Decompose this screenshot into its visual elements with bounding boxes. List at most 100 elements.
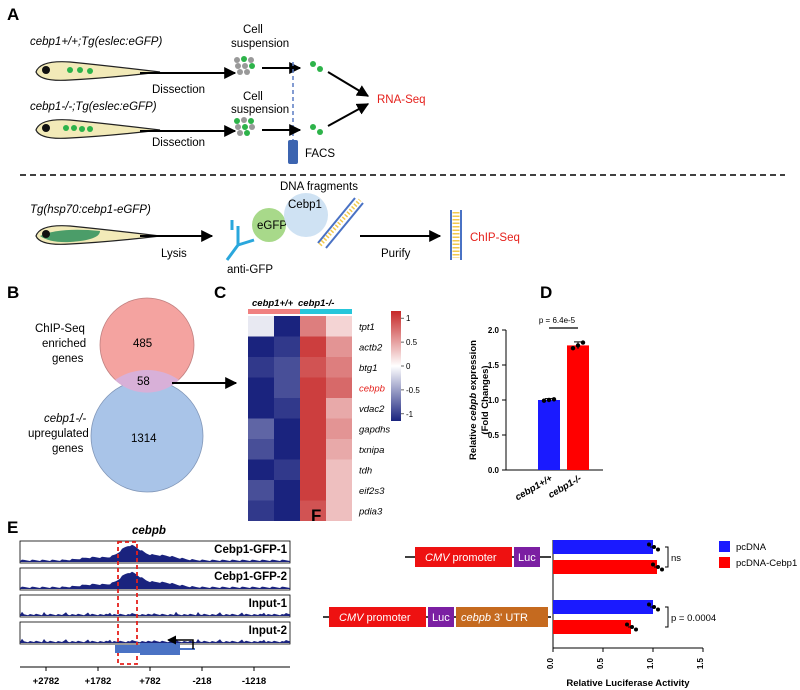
construct1-promoter: promoter xyxy=(449,552,496,564)
x-tick-label: cebp1-/- xyxy=(546,473,583,501)
panel-label-f: F xyxy=(311,506,321,525)
x-tick-label: 0.0 xyxy=(546,657,555,669)
heatmap-cell xyxy=(248,439,274,460)
bar-d-1 xyxy=(567,345,589,470)
track-gene-label: cebpb xyxy=(132,525,166,537)
x-axis-label: Relative Luciferase Activity xyxy=(566,678,690,689)
heatmap-color-scale xyxy=(391,311,401,421)
zebrafish-larva-wt xyxy=(35,61,161,81)
x-tick-label: 1.5 xyxy=(696,657,705,669)
panel-label-a: A xyxy=(7,5,19,24)
data-point xyxy=(634,627,638,632)
heatmap-gene-label: eif2s3 xyxy=(359,486,385,497)
data-point xyxy=(546,397,552,403)
heatmap-cell xyxy=(300,398,326,419)
svg-text:CMV promoter: CMV promoter xyxy=(339,612,411,624)
heatmap-cell xyxy=(274,439,300,460)
heatmap-group-ko: cebp1-/- xyxy=(298,298,334,309)
heatmap-gene-label: btg1 xyxy=(359,363,378,374)
svg-text:CMV promoter: CMV promoter xyxy=(425,552,497,564)
heatmap-cell xyxy=(248,377,274,398)
track-frame xyxy=(19,594,291,618)
heatmap-cell xyxy=(300,459,326,480)
heatmap-gene-label: tdh xyxy=(359,466,372,477)
track-label: Input-1 xyxy=(249,598,288,610)
egfp-circle xyxy=(252,208,286,242)
heatmap-cell xyxy=(274,398,300,419)
heatmap-cell xyxy=(248,418,274,439)
chip-label-l1: ChIP-Seq xyxy=(35,323,85,335)
heatmap-ko-bar xyxy=(300,309,352,314)
x-tick-label: cebp1+/+ xyxy=(513,473,555,503)
svg-text:cebpb 3' UTR: cebpb 3' UTR xyxy=(461,612,528,624)
chipseq-label: ChIP-Seq xyxy=(470,232,520,244)
track-label: Cebp1-GFP-2 xyxy=(214,571,287,583)
suspension-label-1: suspension xyxy=(231,38,289,50)
heatmap-cell xyxy=(274,418,300,439)
heatmap-cell xyxy=(300,336,326,357)
bar-f xyxy=(553,560,657,574)
dna-fragment-vertical xyxy=(450,210,462,260)
heatmap-cell xyxy=(274,480,300,501)
up-label-l3: genes xyxy=(52,443,84,455)
chip-label-l3: genes xyxy=(52,353,84,365)
zebrafish-larva-transgenic xyxy=(35,225,161,245)
heatmap-scale-ticks: 10.50-0.5-1 xyxy=(401,314,420,419)
venn-up-count: 1314 xyxy=(131,433,157,445)
bar-f xyxy=(553,600,653,614)
heatmap-cell xyxy=(326,459,352,480)
heatmap-group-wt: cebp1+/+ xyxy=(252,298,294,309)
legend-swatch-pcdna xyxy=(719,541,730,552)
cell-cluster-1 xyxy=(234,56,255,75)
heatmap-cell xyxy=(300,500,326,521)
axis-tick-label: +782 xyxy=(139,676,160,687)
purify-label: Purify xyxy=(381,248,411,260)
data-point xyxy=(651,562,655,567)
heatmap-cell xyxy=(300,377,326,398)
data-point xyxy=(656,607,660,612)
heatmap-cell xyxy=(300,418,326,439)
p-value-label: p = 6.4e-5 xyxy=(539,316,576,325)
bracket-ns xyxy=(665,546,669,568)
construct2-utr-gene: cebpb xyxy=(461,612,491,624)
heatmap-cell xyxy=(248,398,274,419)
axis-tick-label: +2782 xyxy=(33,676,60,687)
axis-tick-label: -218 xyxy=(192,676,211,687)
venn-overlap xyxy=(115,369,179,393)
data-point xyxy=(652,605,656,609)
facs-label: FACS xyxy=(305,148,335,160)
panel-label-c: C xyxy=(214,283,226,302)
heatmap-gene-label: actb2 xyxy=(359,343,383,354)
data-point xyxy=(575,343,581,348)
sorted-cells-1 xyxy=(310,61,323,72)
suspension-label-2: suspension xyxy=(231,104,289,116)
heatmap-cell xyxy=(274,357,300,378)
y-tick-label: 0.0 xyxy=(488,466,500,475)
data-point xyxy=(570,346,576,351)
dna-fragment-diagonal xyxy=(317,197,364,249)
heatmap-cell xyxy=(248,500,274,521)
up-label-l1: cebp1-/- xyxy=(44,413,86,425)
legend-pcdna-cebp1: pcDNA-Cebp1 xyxy=(736,558,797,569)
bracket-p xyxy=(665,606,669,628)
scale-tick-label: 0 xyxy=(406,362,411,371)
annotation-ns: ns xyxy=(671,553,681,564)
track-frame xyxy=(19,567,291,591)
scale-tick-label: -0.5 xyxy=(406,386,420,395)
track-signal xyxy=(20,611,290,616)
heatmap-cell xyxy=(326,357,352,378)
x-tick-label: 0.5 xyxy=(596,657,605,669)
data-point xyxy=(630,625,634,629)
cebp1-label: Cebp1 xyxy=(288,199,322,211)
data-point xyxy=(647,542,651,547)
cell-cluster-2 xyxy=(234,117,255,136)
data-point xyxy=(580,340,586,345)
facs-tube xyxy=(288,140,298,164)
heatmap-cell xyxy=(326,439,352,460)
rnaseq-label: RNA-Seq xyxy=(377,94,426,106)
anti-gfp-label: anti-GFP xyxy=(227,264,273,276)
heatmap-gene-label: gapdhs xyxy=(359,425,390,436)
heatmap-gene-label: pdia3 xyxy=(358,507,383,518)
legend-f: pcDNA pcDNA-Cebp1 xyxy=(719,541,797,569)
